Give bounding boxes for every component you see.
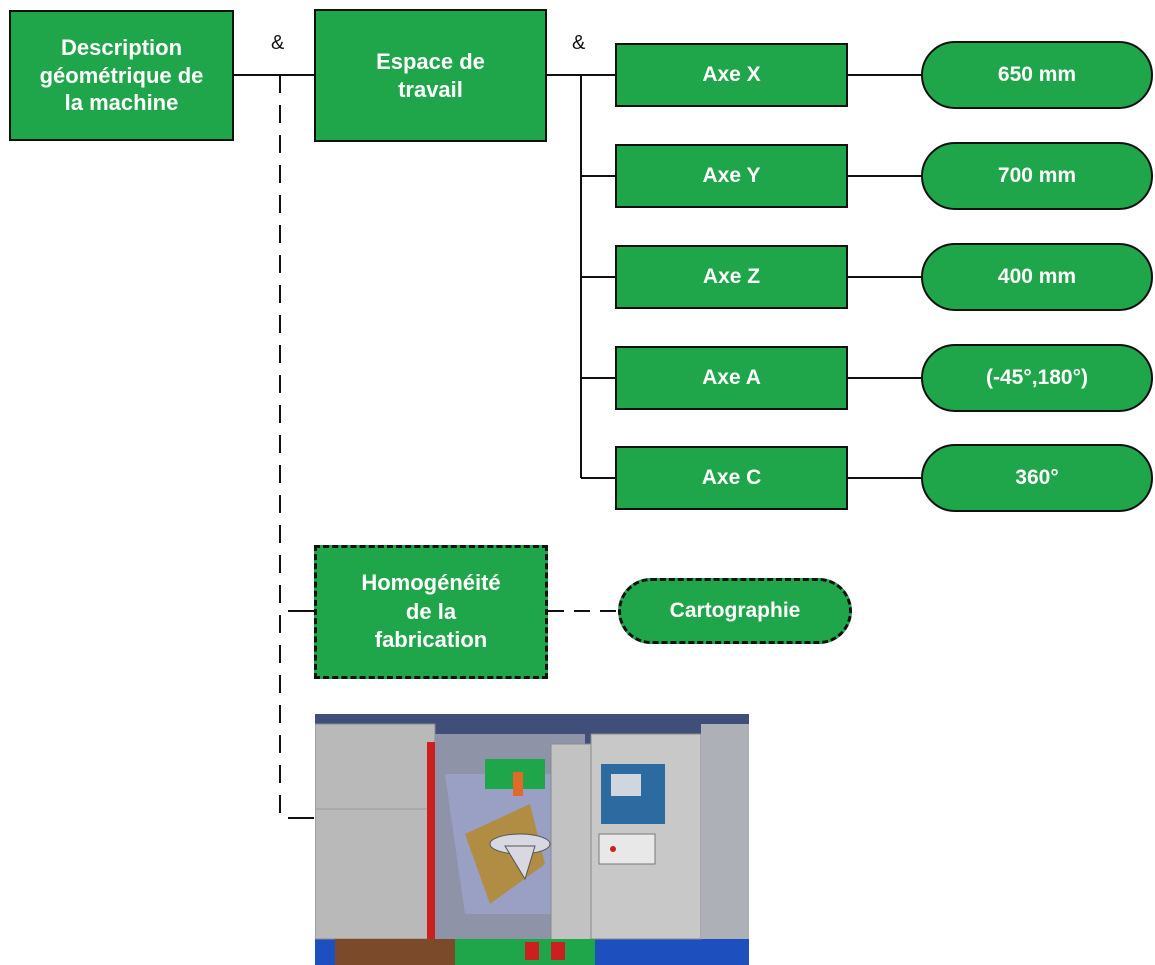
axis-y-value: 700 mm — [921, 142, 1153, 210]
axis-a-value: (-45°,180°) — [921, 344, 1153, 412]
root-node: Description géométrique de la machine — [9, 10, 234, 141]
homogeneity-node: Homogénéité de la fabrication — [314, 545, 548, 679]
axis-c-node: Axe C — [615, 446, 848, 510]
axis-y-node: Axe Y — [615, 144, 848, 208]
axis-x-node: Axe X — [615, 43, 848, 107]
axis-c-value: 360° — [921, 444, 1153, 512]
workspace-node: Espace de travail — [314, 9, 547, 142]
axis-a-node: Axe A — [615, 346, 848, 410]
and-operator-root: & — [271, 32, 285, 54]
cartographie-value: Cartographie — [618, 578, 852, 644]
axis-z-node: Axe Z — [615, 245, 848, 309]
axis-z-value: 400 mm — [921, 243, 1153, 311]
and-operator-workspace: & — [572, 32, 586, 54]
axis-x-value: 650 mm — [921, 41, 1153, 109]
machine-image — [315, 714, 749, 965]
